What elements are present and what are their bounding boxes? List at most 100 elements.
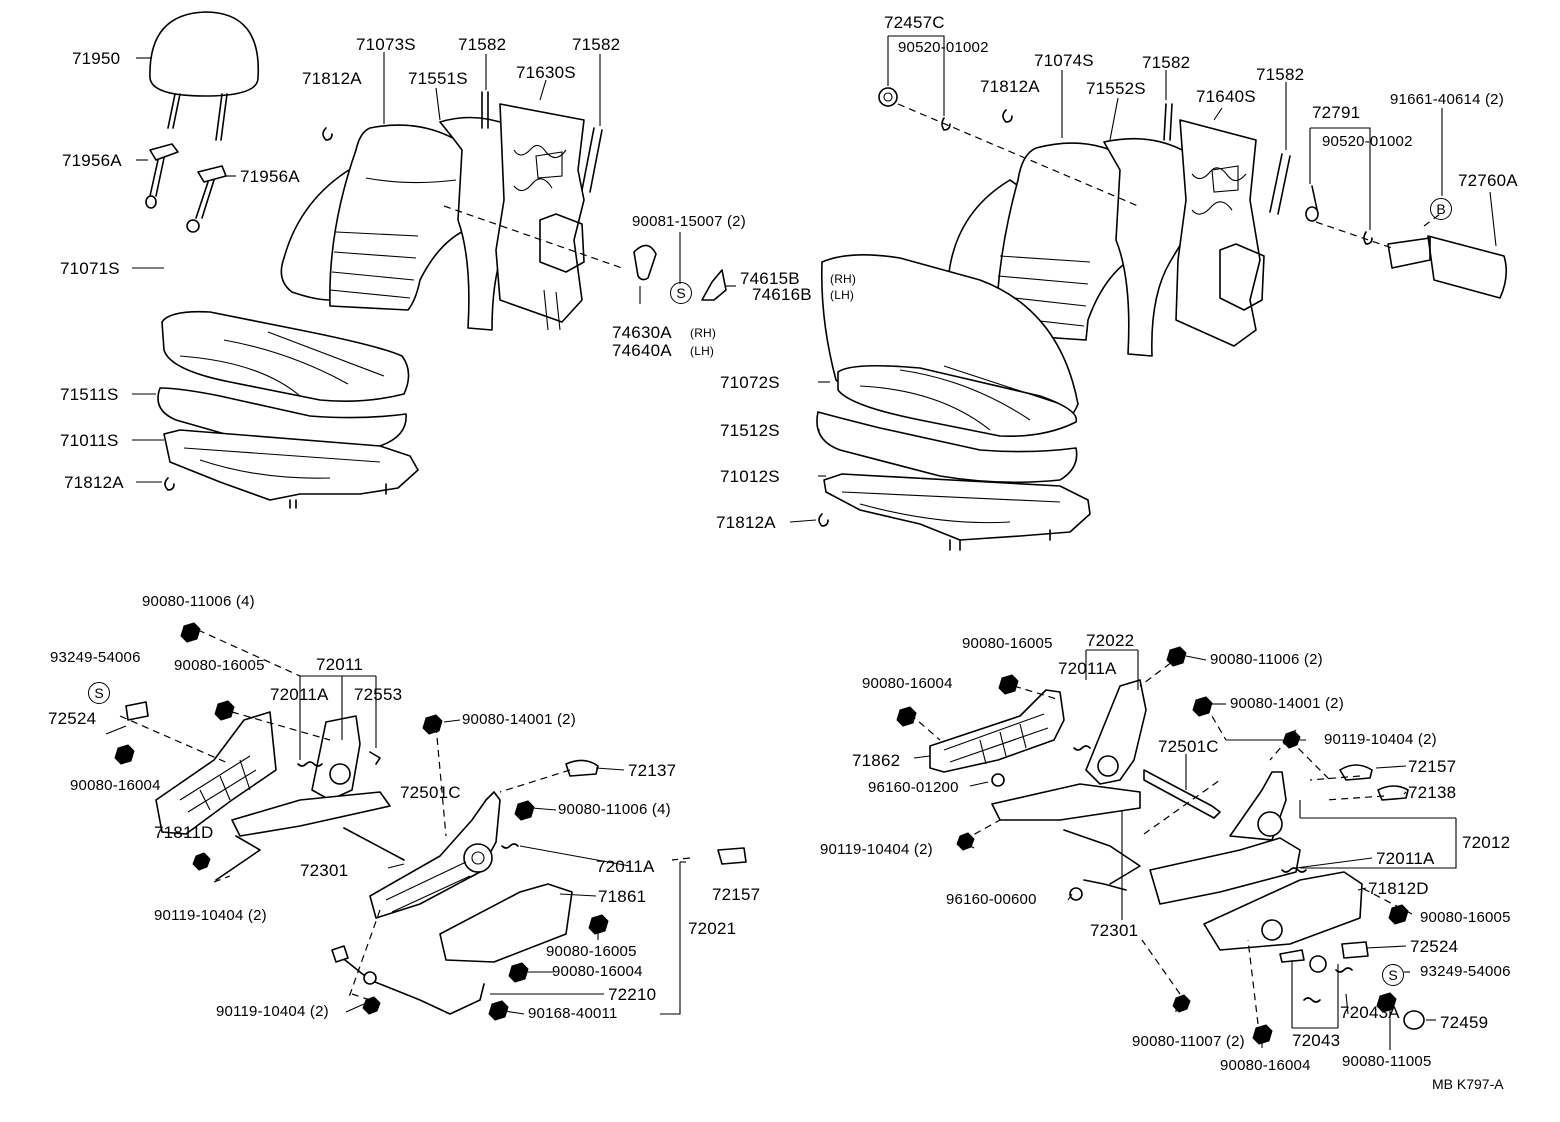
- label-90520-01002-b: 90520-01002: [1322, 133, 1413, 150]
- label-72524-b: 72524: [1410, 937, 1459, 956]
- label-90080-16004-c: 90080-16004: [862, 675, 953, 692]
- label-90080-11007: 90080-11007 (2): [1132, 1033, 1245, 1050]
- label-72157-a: 72157: [712, 885, 761, 904]
- label-72553: 72553: [354, 685, 403, 704]
- label-71640S: 71640S: [1196, 87, 1256, 106]
- label-90119-10404-d: 90119-10404 (2): [820, 841, 933, 858]
- label-71812A-cushion-left: 71812A: [64, 473, 124, 492]
- label-72043: 72043: [1292, 1031, 1341, 1050]
- note-rh-b: (RH): [690, 326, 717, 340]
- label-90080-11006-a: 90080-11006 (4): [142, 593, 255, 610]
- label-71812A-back-right: 71812A: [980, 77, 1040, 96]
- seatback-frame-71630S: [495, 103, 585, 331]
- label-71956A-left: 71956A: [62, 151, 122, 170]
- label-71012S: 71012S: [720, 467, 780, 486]
- clip-71812A-c: [164, 477, 175, 491]
- label-90080-16005-a: 90080-16005: [174, 657, 265, 674]
- label-90080-11005: 90080-11005: [1342, 1053, 1432, 1070]
- seatback-rods-71582-right: [1163, 103, 1291, 215]
- label-72210: 72210: [608, 985, 657, 1004]
- label-72301-b: 72301: [1090, 921, 1139, 940]
- cushion-frame-71012S: [823, 473, 1091, 551]
- label-96160-01200: 96160-01200: [868, 779, 959, 796]
- label-72524-a: 72524: [48, 709, 97, 728]
- clip-90520-a: [941, 117, 951, 131]
- clip-72457C: [878, 87, 898, 107]
- label-74640A: 74640A: [612, 341, 672, 360]
- label-71956A-right: 71956A: [240, 167, 300, 186]
- label-72043A: 72043A: [1340, 1003, 1400, 1022]
- figure-code: MB K797-A: [1432, 1076, 1504, 1092]
- seat-track-right-side: [331, 791, 573, 1015]
- label-90119-10404-b: 90119-10404 (2): [216, 1003, 329, 1020]
- headrest-guide-left: [145, 143, 179, 209]
- label-74615B: 74615B: [740, 269, 800, 288]
- label-71811D-text: 71811D: [154, 823, 214, 842]
- label-71551S: 71551S: [408, 69, 468, 88]
- cushion-pad-71512S: [816, 411, 1078, 484]
- label-71630S: 71630S: [516, 63, 576, 82]
- label-93249-54006-b: 93249-54006: [1420, 963, 1511, 980]
- label-71812A-cushion-right: 71812A: [716, 513, 776, 532]
- label-90119-10404-a: 90119-10404 (2): [154, 907, 267, 924]
- clip-71812A-a: [322, 127, 333, 141]
- label-90080-16005-b: 90080-16005: [546, 943, 637, 960]
- label-90520-01002-a: 90520-01002: [898, 39, 989, 56]
- cushion-frame-71011S: [163, 429, 419, 509]
- label-71071S: 71071S: [60, 259, 120, 278]
- b-mark: B: [1430, 198, 1452, 220]
- s-mark-a: S: [670, 282, 692, 304]
- note-lh-b: (LH): [690, 344, 715, 358]
- label-96160-00600: 96160-00600: [946, 891, 1037, 908]
- label-72137: 72137: [628, 761, 677, 780]
- seatback-pad-71552S: [1103, 137, 1193, 357]
- label-72022: 72022: [1086, 631, 1135, 650]
- label-90080-16005-c: 90080-16005: [962, 635, 1053, 652]
- cushion-cover-71072S: [820, 254, 1079, 438]
- label-71511S: 71511S: [60, 385, 119, 404]
- label-90080-14001-a: 90080-14001 (2): [462, 711, 576, 728]
- label-71582-a: 71582: [458, 35, 507, 54]
- clip-71812A-b: [1002, 109, 1013, 123]
- seatback-rods-71582: [481, 91, 603, 193]
- recliner-cover-74630A: [633, 244, 657, 281]
- label-71862: 71862: [852, 751, 901, 770]
- lumbar-knob-72760A: [1305, 185, 1508, 299]
- label-72301-a: 72301: [300, 861, 349, 880]
- label-71812D: 71812D: [1368, 879, 1429, 898]
- headrest-71950: [149, 11, 260, 141]
- clip-71812A-d: [818, 513, 829, 527]
- label-72011: 72011: [316, 655, 364, 674]
- label-71950: 71950: [72, 49, 121, 68]
- label-71011S: 71011S: [60, 431, 119, 450]
- s-mark-c: S: [1382, 964, 1404, 986]
- label-71072S: 71072S: [720, 373, 780, 392]
- label-72012: 72012: [1462, 833, 1511, 852]
- springs-left: [297, 761, 519, 861]
- clip-90520-b: [1363, 231, 1373, 245]
- label-91661-40614: 91661-40614 (2): [1390, 91, 1504, 108]
- s-mark-b: S: [88, 682, 110, 704]
- label-72011A-a: 72011A: [270, 685, 329, 704]
- label-90080-11006-c: 90080-11006 (2): [1210, 651, 1323, 668]
- seat-track-right-assembly: [929, 679, 1363, 951]
- label-72157-b: 72157: [1408, 757, 1457, 776]
- label-72501C-a: 72501C: [400, 783, 461, 802]
- note-lh-a: (LH): [830, 288, 855, 302]
- label-72011A-b: 72011A: [596, 857, 655, 876]
- label-90080-16004-b: 90080-16004: [552, 963, 643, 980]
- label-74630A: 74630A: [612, 323, 672, 342]
- seat-track-left-side: [155, 711, 391, 881]
- label-90080-16004-d: 90080-16004: [1220, 1057, 1311, 1074]
- label-72501C-b: 72501C: [1158, 737, 1219, 756]
- label-72011A-d: 72011A: [1376, 849, 1435, 868]
- label-71812A-top: 71812A: [302, 69, 362, 88]
- label-71582-c: 71582: [1142, 53, 1191, 72]
- note-rh-a: (RH): [830, 272, 857, 286]
- label-74616B: 74616B: [752, 285, 812, 304]
- recliner-cover-74615B: [701, 269, 727, 301]
- label-90080-16004-a: 90080-16004: [70, 777, 161, 794]
- label-90080-16005-d: 90080-16005: [1420, 909, 1511, 926]
